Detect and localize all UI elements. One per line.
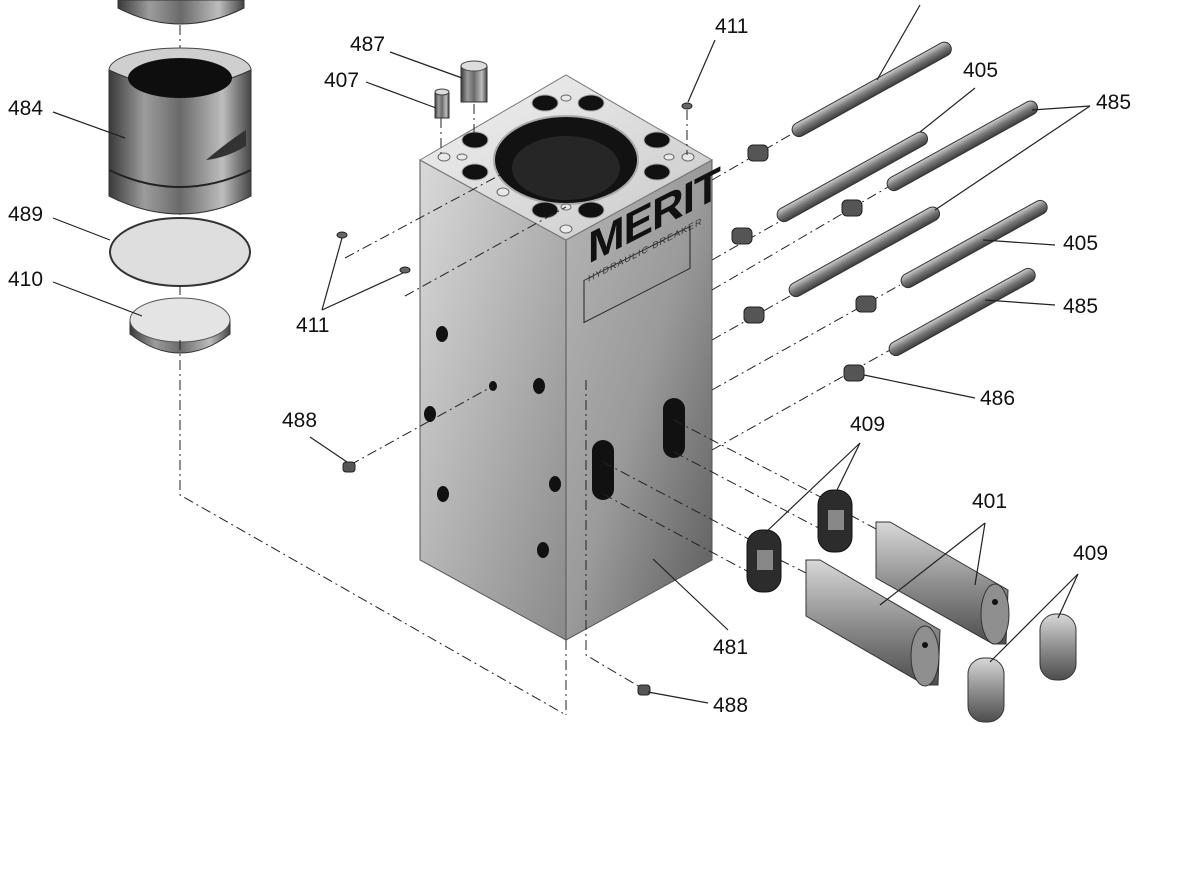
part-411-screws xyxy=(336,102,693,274)
callout-489: 489 xyxy=(8,203,44,226)
callout-488-left: 488 xyxy=(282,409,318,432)
assembly-axes xyxy=(344,104,901,715)
callout-401: 401 xyxy=(972,490,1008,513)
callout-407: 407 xyxy=(324,69,360,92)
callout-411-top: 411 xyxy=(715,15,749,38)
callout-405-top: 405 xyxy=(963,59,999,82)
part-488-setscrews xyxy=(342,461,651,696)
part-409-clips xyxy=(746,489,1077,723)
callout-409-right: 409 xyxy=(1073,542,1109,565)
part-487-dowel xyxy=(460,60,488,103)
callout-485-top: 485 xyxy=(1096,91,1132,114)
part-484-top-bushing xyxy=(117,0,245,25)
callout-411-left: 411 xyxy=(296,314,330,337)
callout-409-left: 409 xyxy=(850,413,886,436)
part-486-nuts xyxy=(731,144,877,382)
part-rods xyxy=(776,41,1048,357)
callout-487: 487 xyxy=(350,33,386,56)
callout-488-bottom: 488 xyxy=(713,694,749,717)
part-407-dowel xyxy=(434,88,450,119)
callout-484: 484 xyxy=(8,97,44,120)
part-401-pins xyxy=(805,521,1010,687)
part-484-bushing xyxy=(108,47,252,215)
leader-lines xyxy=(52,4,1091,704)
callout-405-mid: 405 xyxy=(1063,232,1099,255)
callout-481: 481 xyxy=(713,636,749,659)
part-410-cap xyxy=(129,297,231,354)
callout-410: 410 xyxy=(8,268,44,291)
part-489-gasket xyxy=(109,217,251,287)
callout-486: 486 xyxy=(980,387,1016,410)
callout-485-mid: 485 xyxy=(1063,295,1099,318)
part-481-housing xyxy=(418,74,714,641)
